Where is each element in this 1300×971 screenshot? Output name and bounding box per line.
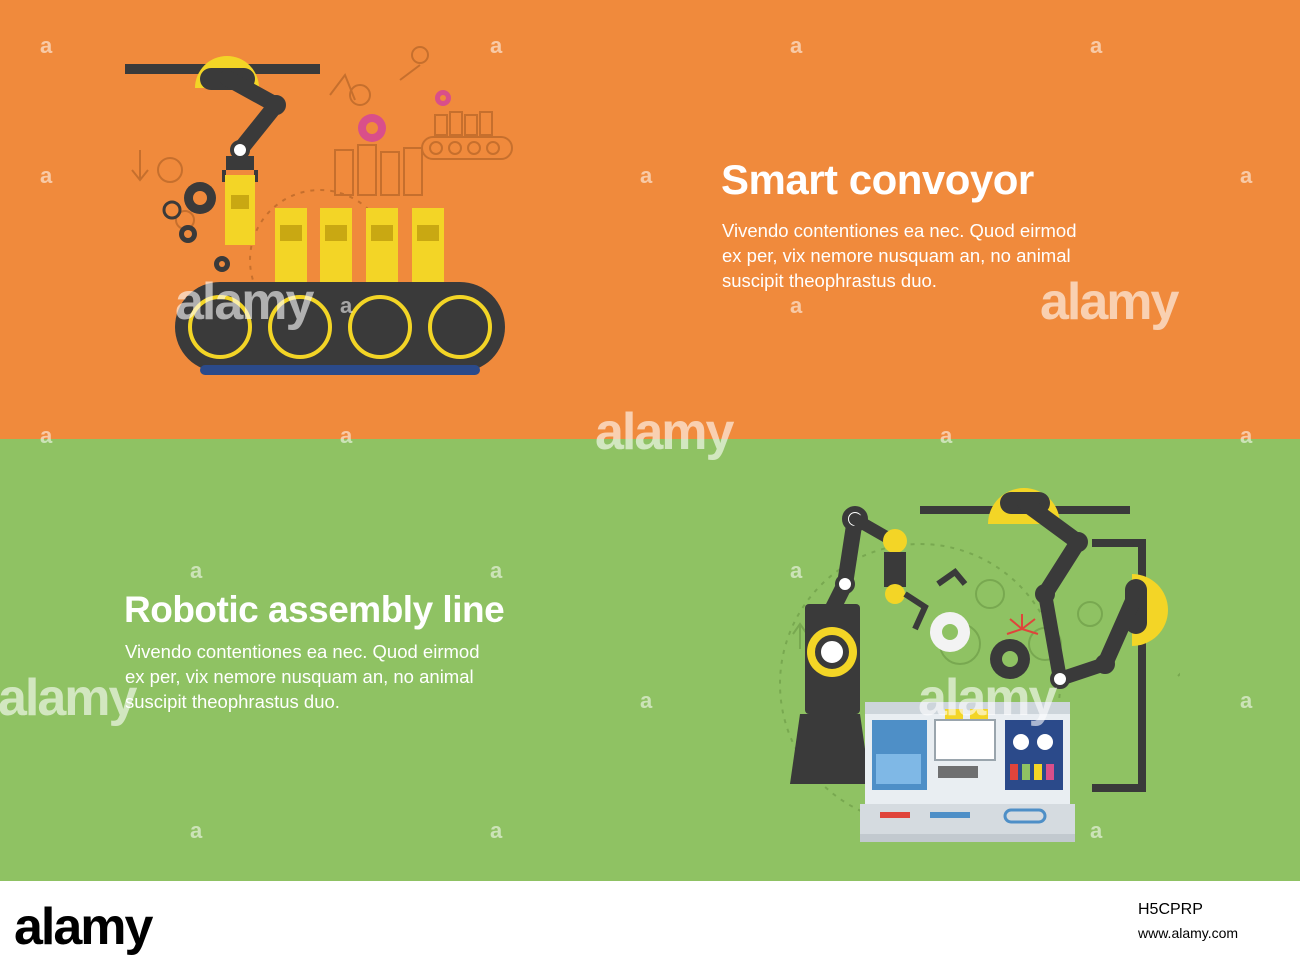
watermark-logo: alamy bbox=[918, 669, 1057, 727]
description-line: Vivendo contentiones ea nec. Quod eirmod bbox=[722, 220, 1077, 241]
pink-gear-icon bbox=[358, 90, 451, 142]
banner-description: Vivendo contentiones ea nec. Quod eirmod… bbox=[722, 218, 1162, 293]
watermark-a-icon: a bbox=[640, 688, 653, 713]
robot-arm-icon bbox=[195, 56, 286, 182]
description-line: ex per, vix nemore nusquam an, no animal bbox=[125, 666, 474, 687]
watermark-a-icon: a bbox=[1240, 423, 1253, 448]
description-line: ex per, vix nemore nusquam an, no animal bbox=[722, 245, 1071, 266]
small-gears-icon bbox=[162, 182, 230, 272]
watermark-layer: a a a a a a a a a a a a a a a a a a a a … bbox=[0, 33, 1253, 843]
robot-arm-right-icon bbox=[1050, 574, 1168, 689]
description-line: suscipit theophrastus duo. bbox=[125, 691, 340, 712]
spark-icon bbox=[1006, 614, 1039, 635]
watermark-a-icon: a bbox=[1090, 818, 1103, 843]
conveyor-illustration bbox=[125, 46, 513, 375]
banner-title: Robotic assembly line bbox=[124, 589, 505, 630]
watermark-logo: alamy bbox=[0, 669, 137, 727]
description-line: suscipit theophrastus duo. bbox=[722, 270, 937, 291]
watermark-a-icon: a bbox=[490, 558, 503, 583]
image-id: H5CPRP bbox=[1138, 901, 1203, 918]
watermark-logo: alamy bbox=[1040, 273, 1179, 331]
watermark-logo: alamy bbox=[175, 273, 314, 331]
banner-title: Smart convoyor bbox=[721, 156, 1034, 203]
dark-gear-icon bbox=[990, 639, 1030, 679]
frame-right-post bbox=[1138, 539, 1146, 789]
description-line: Vivendo contentiones ea nec. Quod eirmod bbox=[125, 641, 480, 662]
smart-convoyor-banner: Smart convoyor Vivendo contentiones ea n… bbox=[0, 0, 1300, 439]
watermark-a-icon: a bbox=[790, 33, 803, 58]
watermark-a-icon: a bbox=[490, 33, 503, 58]
watermark-logo: alamy bbox=[595, 403, 734, 461]
lifted-product bbox=[225, 175, 255, 245]
assembly-line-illustration bbox=[779, 488, 1180, 842]
banner-description: Vivendo contentiones ea nec. Quod eirmod… bbox=[125, 639, 565, 714]
stock-footer: alamy H5CPRP www.alamy.com bbox=[0, 881, 1300, 971]
watermark-a-icon: a bbox=[790, 293, 803, 318]
robotic-assembly-line-banner: Robotic assembly line Vivendo contention… bbox=[0, 439, 1300, 881]
watermark-a-icon: a bbox=[340, 423, 353, 448]
watermark-a-icon: a bbox=[940, 423, 953, 448]
conveyor-products bbox=[275, 208, 444, 288]
watermark-a-icon: a bbox=[40, 423, 53, 448]
watermark-a-icon: a bbox=[1240, 163, 1253, 188]
watermark-a-icon: a bbox=[40, 163, 53, 188]
site-url[interactable]: www.alamy.com bbox=[1138, 925, 1239, 941]
watermark-a-icon: a bbox=[1240, 688, 1253, 713]
watermark-a-icon: a bbox=[40, 33, 53, 58]
watermark-a-icon: a bbox=[190, 818, 203, 843]
alamy-logo: alamy bbox=[14, 898, 153, 956]
watermark-a-icon: a bbox=[640, 163, 653, 188]
robot-arm-icon bbox=[988, 488, 1088, 686]
robot-base-icon bbox=[790, 604, 870, 784]
watermark-a-icon: a bbox=[790, 558, 803, 583]
watermark-a-icon: a bbox=[190, 558, 203, 583]
control-panel-icon bbox=[860, 702, 1075, 842]
conveyor-belt-icon bbox=[175, 282, 505, 375]
white-gear-icon bbox=[930, 612, 970, 652]
watermark-a-icon: a bbox=[1090, 33, 1103, 58]
watermark-a-icon: a bbox=[340, 293, 353, 318]
watermark-a-icon: a bbox=[490, 818, 503, 843]
